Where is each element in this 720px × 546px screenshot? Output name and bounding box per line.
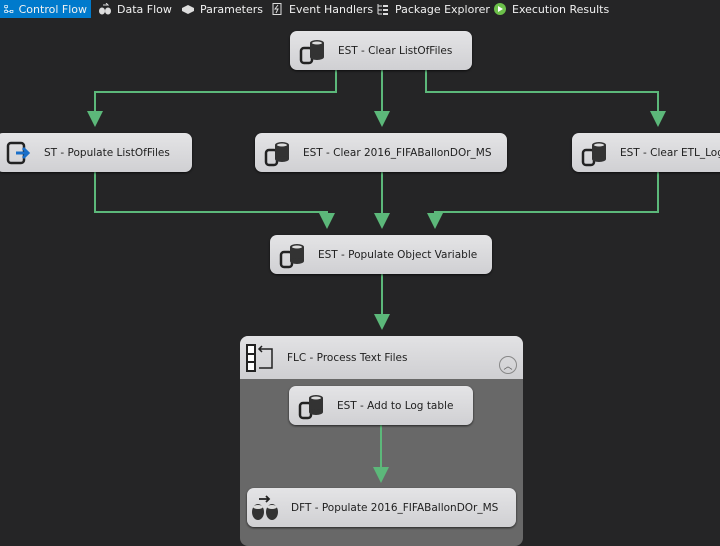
execute-sql-task-icon xyxy=(581,140,608,166)
task-label: DFT - Populate 2016_FIFABallonDOr_MS xyxy=(291,501,499,514)
precedence-constraints xyxy=(87,70,666,330)
tab-package-explorer[interactable]: Package Explorer xyxy=(372,0,494,18)
task-populate-object-variable[interactable]: EST - Populate Object Variable xyxy=(270,235,492,274)
tab-event-handlers[interactable]: Event Handlers xyxy=(266,0,377,18)
container-header: FLC - Process Text Files ︿ xyxy=(240,336,523,379)
tab-execution-results[interactable]: Execution Results xyxy=(489,0,613,18)
designer-tabs: Control Flow Data Flow Parameters Event … xyxy=(0,0,720,18)
tab-label: Control Flow xyxy=(18,2,87,16)
task-label: EST - Clear 2016_FIFABallonDOr_MS xyxy=(303,146,492,159)
task-add-to-log-table[interactable]: EST - Add to Log table xyxy=(289,386,473,425)
constraint-line xyxy=(94,172,335,229)
constraint-line xyxy=(427,172,659,229)
tab-label: Event Handlers xyxy=(289,2,374,16)
foreach-loop-icon xyxy=(246,343,273,372)
task-populate-listoffiles[interactable]: ST - Populate ListOfFiles xyxy=(0,133,192,172)
tab-data-flow[interactable]: Data Flow xyxy=(94,0,176,18)
inner-constraints xyxy=(373,425,389,483)
execute-sql-task-icon xyxy=(299,38,326,64)
control-flow-icon xyxy=(4,5,14,13)
tab-control-flow[interactable]: Control Flow xyxy=(0,0,91,18)
tab-label: Package Explorer xyxy=(395,2,490,16)
collapse-button[interactable]: ︿ xyxy=(499,356,517,374)
task-label: EST - Clear ETL_Log xyxy=(620,146,720,159)
execute-sql-task-icon xyxy=(298,393,325,419)
container-label: FLC - Process Text Files xyxy=(287,351,408,364)
task-label: EST - Populate Object Variable xyxy=(318,248,478,261)
task-clear-listoffiles[interactable]: EST - Clear ListOfFiles xyxy=(290,31,472,70)
play-icon xyxy=(494,3,506,15)
tab-label: Execution Results xyxy=(512,2,610,16)
task-data-flow-populate[interactable]: DFT - Populate 2016_FIFABallonDOr_MS xyxy=(247,488,516,527)
constraint-line xyxy=(425,70,666,127)
task-label: ST - Populate ListOfFiles xyxy=(44,146,170,159)
constraint-line xyxy=(87,70,337,127)
task-label: EST - Clear ListOfFiles xyxy=(338,44,453,57)
chevron-up-icon: ︿ xyxy=(503,361,513,372)
foreach-loop-container[interactable]: FLC - Process Text Files ︿ EST - Add to … xyxy=(240,336,523,546)
parameters-icon xyxy=(182,5,194,14)
tab-label: Data Flow xyxy=(117,2,172,16)
package-explorer-icon xyxy=(377,4,388,15)
execute-sql-task-icon xyxy=(279,242,306,268)
tab-label: Parameters xyxy=(200,2,263,16)
script-task-icon xyxy=(6,141,31,164)
event-handlers-icon xyxy=(272,3,282,15)
task-clear-etl-log[interactable]: EST - Clear ETL_Log xyxy=(572,133,720,172)
task-label: EST - Add to Log table xyxy=(337,399,454,412)
task-clear-2016[interactable]: EST - Clear 2016_FIFABallonDOr_MS xyxy=(255,133,507,172)
data-flow-task-icon xyxy=(252,494,278,520)
tab-parameters[interactable]: Parameters xyxy=(177,0,267,18)
data-flow-icon xyxy=(99,3,111,15)
execute-sql-task-icon xyxy=(264,140,291,166)
